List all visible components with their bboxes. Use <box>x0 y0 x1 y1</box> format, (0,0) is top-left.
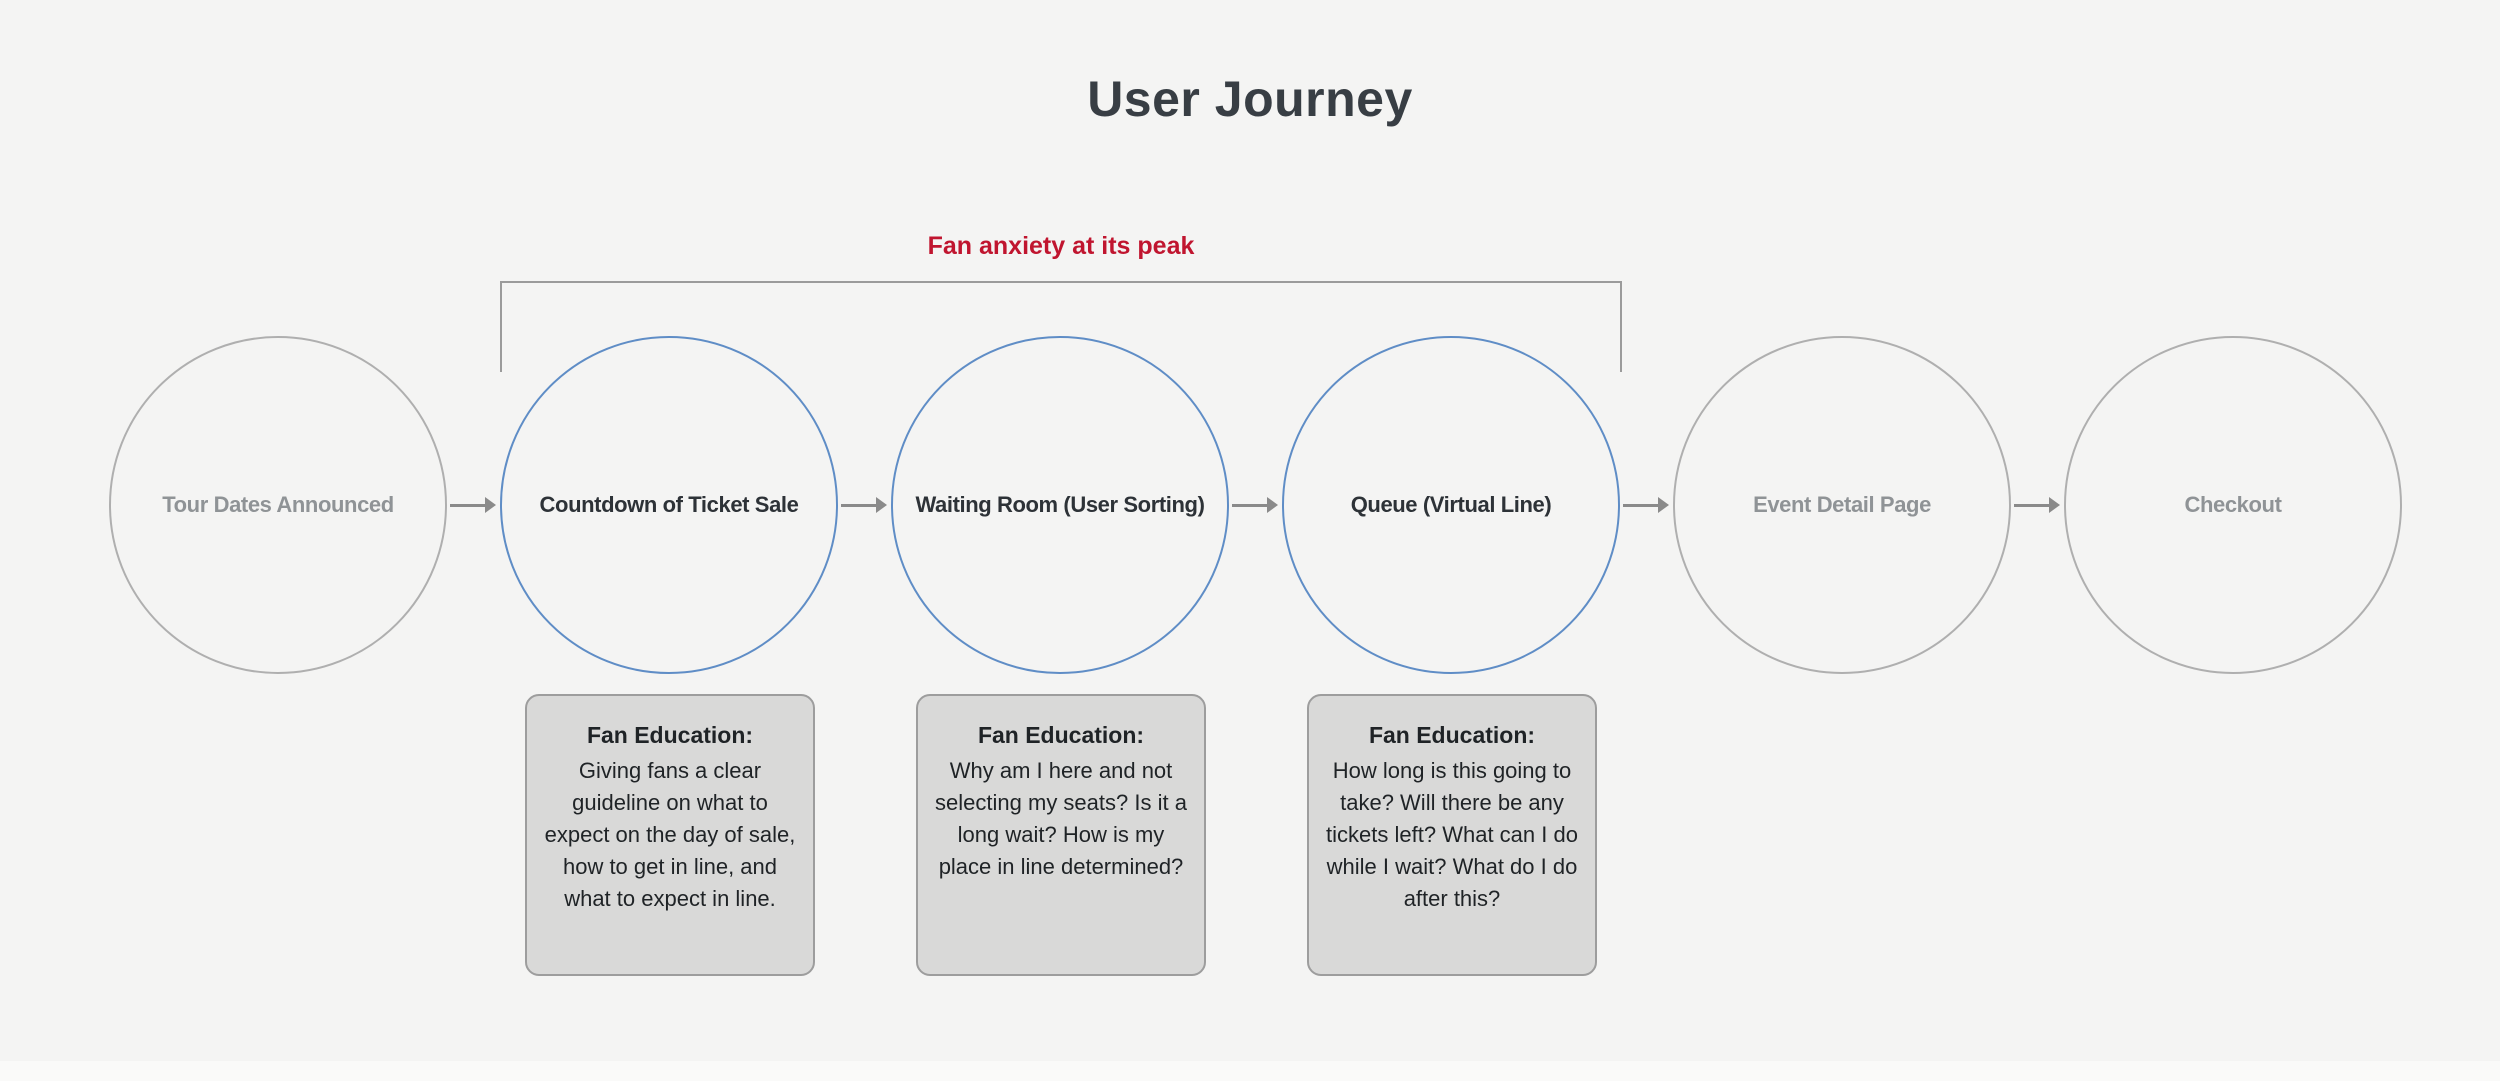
page-title: User Journey <box>1087 71 1413 127</box>
note-title: Fan Education: <box>586 722 754 748</box>
step-label: Event Detail Page <box>1753 492 1931 517</box>
note-body: Giving fans a clear guideline on what to… <box>544 758 796 911</box>
note-countdown-fan-education: Fan Education: Giving fans a clear guide… <box>525 694 815 976</box>
step-label: Queue (Virtual Line) <box>1350 492 1552 517</box>
arrow-line <box>1232 504 1270 507</box>
arrow-line <box>450 504 488 507</box>
step-label: Checkout <box>2184 492 2282 517</box>
note-body: Why am I here and not selecting my seats… <box>935 758 1187 879</box>
note-title: Fan Education: <box>977 722 1145 748</box>
flow-arrow-right-icon <box>841 496 887 514</box>
step-label: Waiting Room (User Sorting) <box>915 492 1205 517</box>
bottom-band <box>0 1061 2500 1081</box>
note-title: Fan Education: <box>1368 722 1536 748</box>
arrow-head <box>1267 497 1278 513</box>
flow-arrow-right-icon <box>2014 496 2060 514</box>
note-waiting-room-fan-education: Fan Education: Why am I here and not sel… <box>916 694 1206 976</box>
step-event-detail-page: Event Detail Page <box>1673 336 2011 674</box>
anxiety-bracket <box>500 281 1622 372</box>
flow-arrow-right-icon <box>1623 496 1669 514</box>
note-body: How long is this going to take? Will the… <box>1326 758 1578 911</box>
step-label: Countdown of Ticket Sale <box>539 492 799 517</box>
flow-arrow-right-icon <box>1232 496 1278 514</box>
flow-arrow-right-icon <box>450 496 496 514</box>
step-queue-virtual-line: Queue (Virtual Line) <box>1282 336 1620 674</box>
step-label: Tour Dates Announced <box>162 492 394 517</box>
arrow-head <box>2049 497 2060 513</box>
arrow-head <box>1658 497 1669 513</box>
step-tour-dates-announced: Tour Dates Announced <box>109 336 447 674</box>
step-waiting-room-user-sorting: Waiting Room (User Sorting) <box>891 336 1229 674</box>
arrow-head <box>876 497 887 513</box>
arrow-line <box>1623 504 1661 507</box>
note-queue-fan-education: Fan Education: How long is this going to… <box>1307 694 1597 976</box>
arrow-line <box>2014 504 2052 507</box>
step-checkout: Checkout <box>2064 336 2402 674</box>
step-countdown-of-ticket-sale: Countdown of Ticket Sale <box>500 336 838 674</box>
arrow-line <box>841 504 879 507</box>
anxiety-annotation-label: Fan anxiety at its peak <box>927 232 1195 260</box>
arrow-head <box>485 497 496 513</box>
